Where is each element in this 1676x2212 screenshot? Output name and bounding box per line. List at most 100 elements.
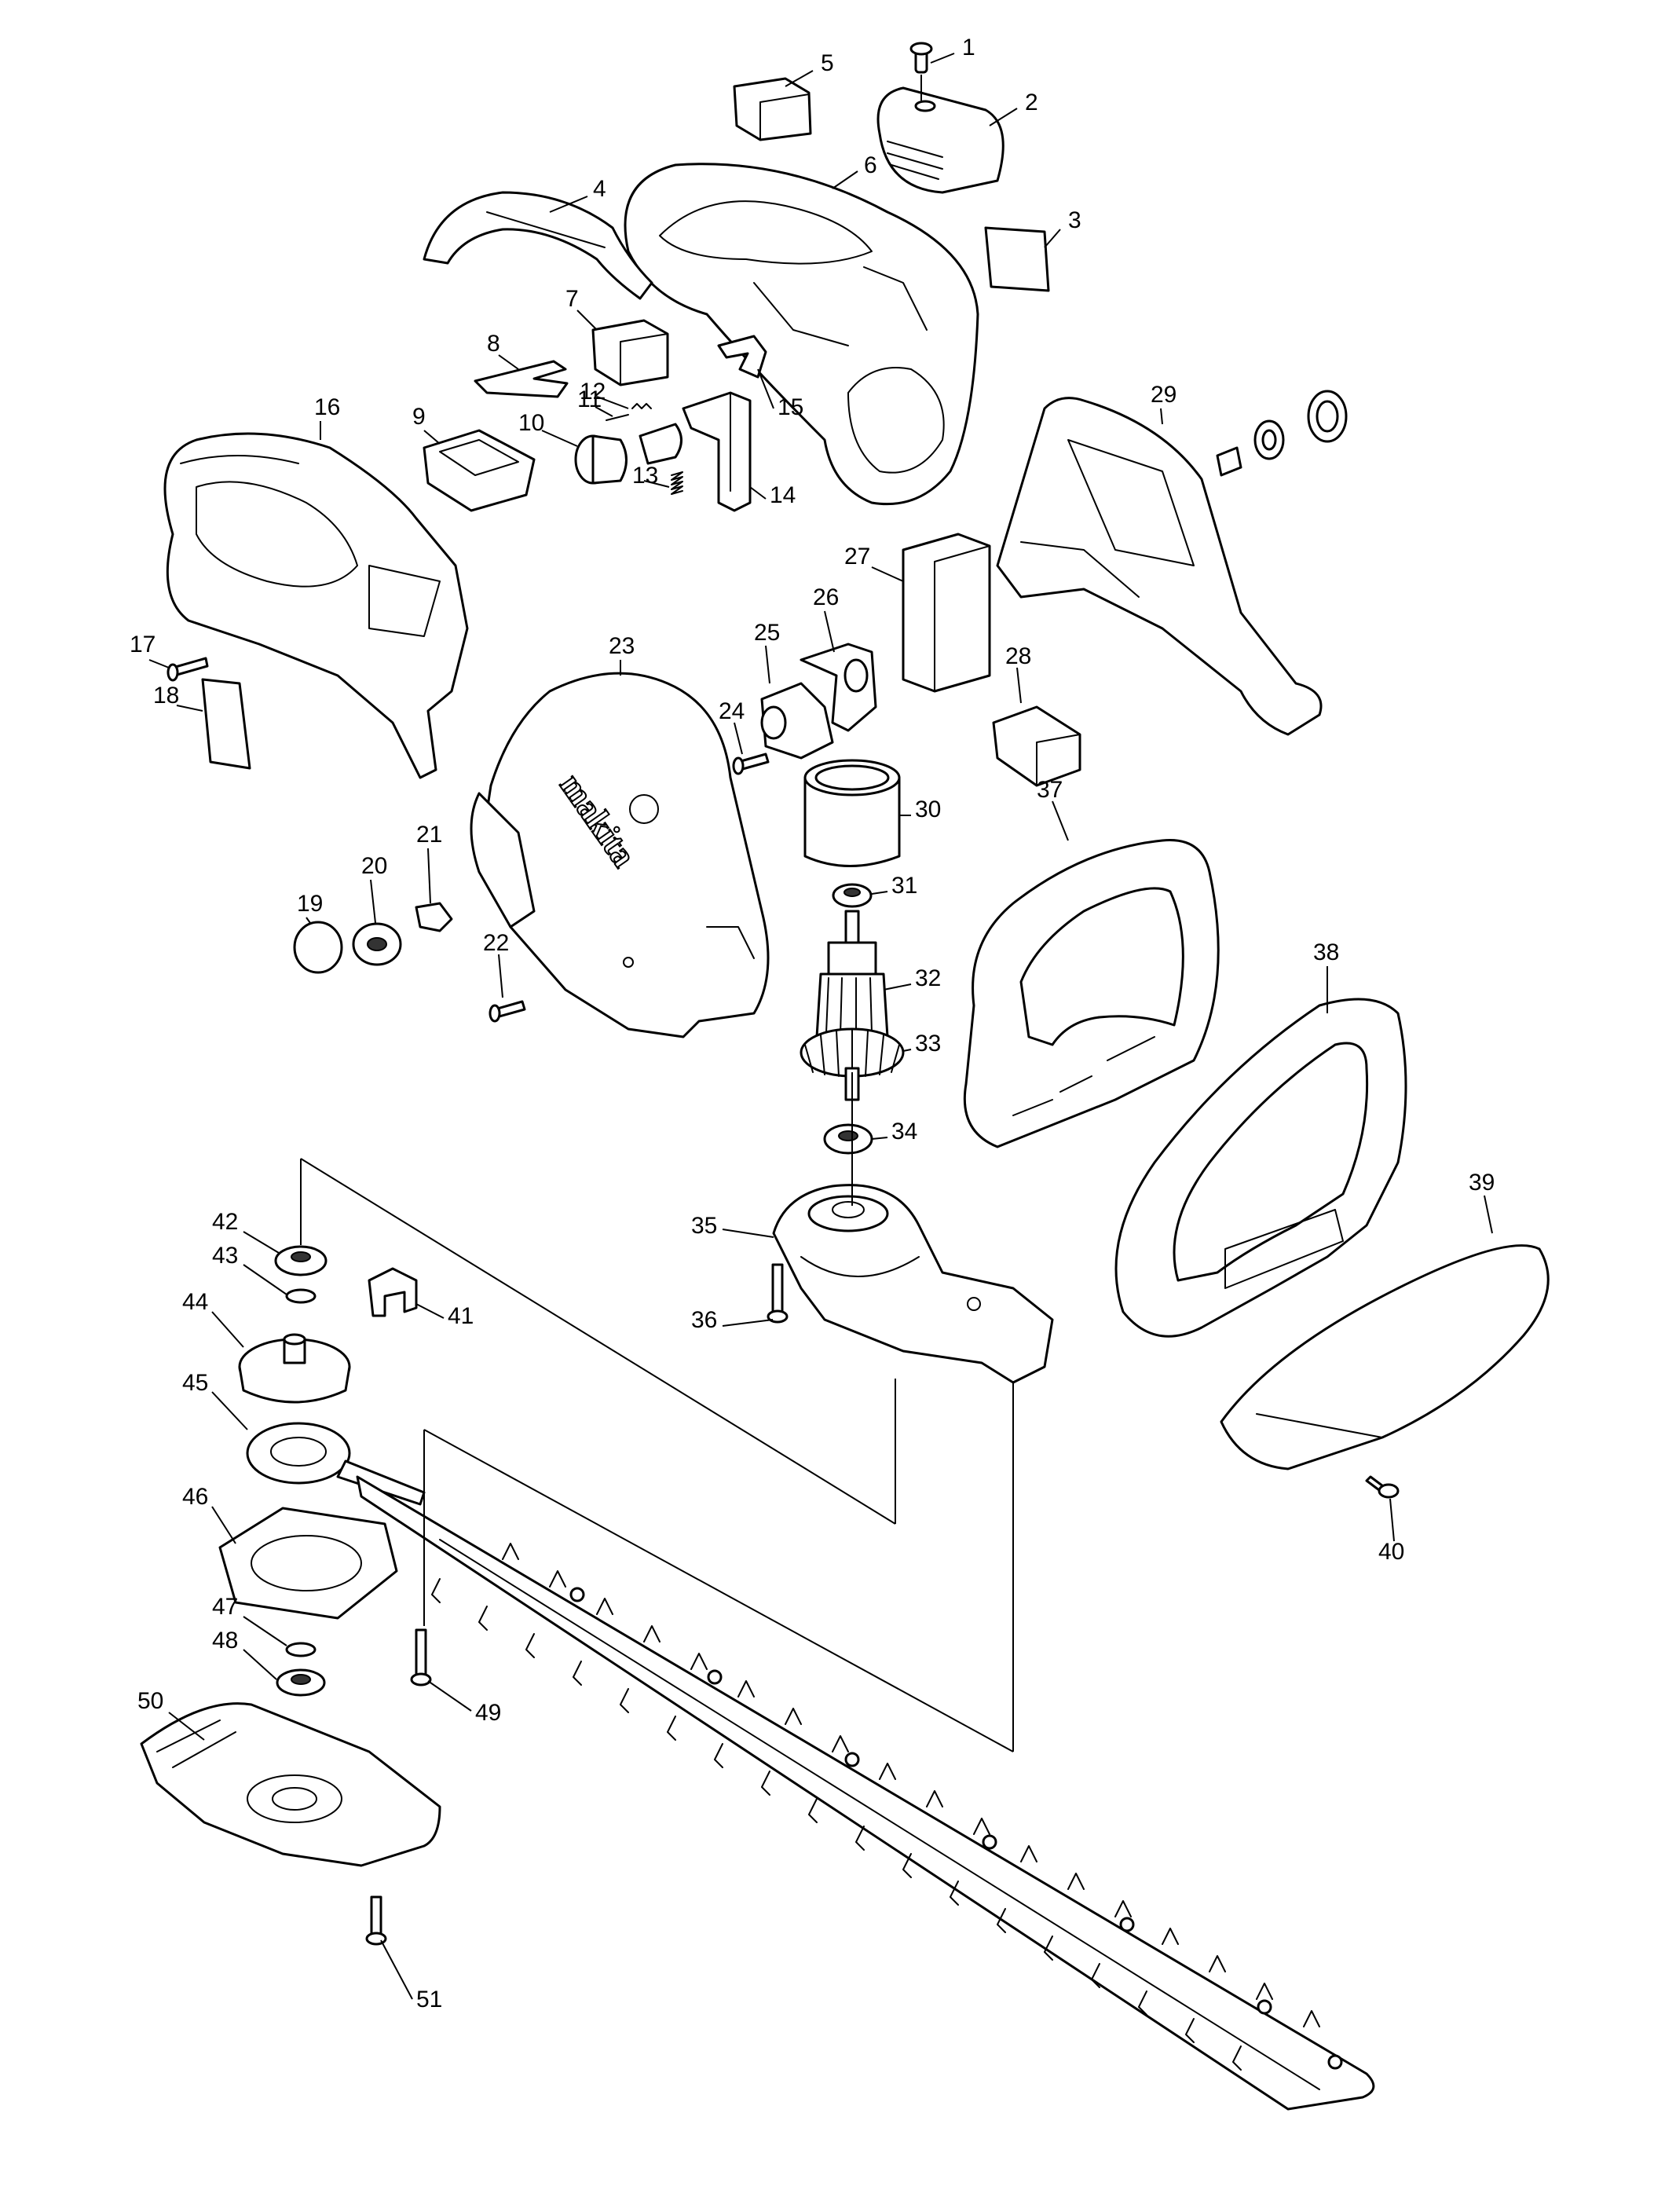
callout-number-17: 17 <box>130 632 156 657</box>
callout-number-43: 43 <box>212 1243 238 1269</box>
callout-line-47 <box>243 1616 287 1646</box>
part-connector-28 <box>992 705 1081 787</box>
callout-line-26 <box>824 610 835 653</box>
callout-number-9: 9 <box>412 404 426 430</box>
part-screw-22 <box>489 1000 526 1023</box>
part-armature-32 <box>815 910 889 1038</box>
part-screw-40 <box>1365 1475 1400 1499</box>
callout-line-22 <box>498 954 503 998</box>
part-label-18 <box>201 678 251 770</box>
part-trigger-12b <box>639 423 682 465</box>
callout-number-29: 29 <box>1151 382 1176 408</box>
part-washer-47 <box>285 1642 317 1657</box>
callout-number-7: 7 <box>565 286 579 312</box>
callout-line-50 <box>168 1712 205 1741</box>
part-spring-13 <box>671 471 683 495</box>
callout-number-26: 26 <box>813 584 839 610</box>
callout-number-39: 39 <box>1469 1170 1495 1196</box>
part-screw-1 <box>909 42 933 74</box>
callout-line-51 <box>380 1939 413 2000</box>
callout-number-28: 28 <box>1005 643 1031 669</box>
part-motor-housing-23: makita <box>470 672 770 1038</box>
callout-number-19: 19 <box>297 891 323 917</box>
callout-number-40: 40 <box>1378 1539 1404 1565</box>
part-bearing-34 <box>823 1123 873 1155</box>
callout-line-48 <box>243 1649 277 1680</box>
callout-line-12 <box>596 396 629 409</box>
callout-number-38: 38 <box>1313 939 1339 965</box>
callout-line-8 <box>498 354 519 370</box>
part-bearing-42 <box>274 1245 328 1276</box>
callout-number-42: 42 <box>212 1209 238 1235</box>
part-clip-15 <box>717 335 767 379</box>
part-grip-4 <box>423 191 653 300</box>
callout-line-46 <box>211 1506 236 1544</box>
part-screw-51 <box>365 1895 387 1946</box>
callout-number-47: 47 <box>212 1594 238 1620</box>
callout-number-2: 2 <box>1025 90 1038 115</box>
callout-number-31: 31 <box>891 873 917 899</box>
callout-number-6: 6 <box>864 152 877 178</box>
callout-number-41: 41 <box>448 1303 474 1329</box>
callout-line-36 <box>722 1319 774 1327</box>
part-blade <box>356 1475 1375 2111</box>
part-shield-39 <box>1220 1244 1550 1470</box>
callout-number-22: 22 <box>483 930 509 956</box>
callout-line-5 <box>785 70 814 87</box>
callout-number-4: 4 <box>593 176 606 202</box>
callout-line-28 <box>1016 667 1022 704</box>
callout-number-30: 30 <box>915 797 941 822</box>
callout-number-51: 51 <box>416 1987 442 2012</box>
part-cover-29 <box>996 397 1323 736</box>
callout-line-20 <box>370 879 376 924</box>
callout-number-44: 44 <box>182 1289 208 1315</box>
callout-number-46: 46 <box>182 1484 208 1510</box>
callout-line-10 <box>541 430 578 447</box>
callout-line-13 <box>643 480 670 488</box>
part-socket-9 <box>423 429 536 512</box>
callout-number-11: 11 <box>577 386 602 412</box>
part-block-7 <box>591 319 669 386</box>
callout-line-9 <box>423 430 441 445</box>
callout-number-12: 12 <box>580 379 606 405</box>
callout-line-7 <box>576 309 598 331</box>
callout-number-36: 36 <box>691 1307 717 1333</box>
callout-number-45: 45 <box>182 1370 208 1396</box>
callout-line-35 <box>722 1229 774 1238</box>
callout-number-37: 37 <box>1037 777 1063 803</box>
callout-line-49 <box>427 1680 472 1712</box>
callout-number-15: 15 <box>778 394 803 420</box>
callout-line-27 <box>871 566 904 582</box>
callout-line-37 <box>1052 800 1069 841</box>
callout-number-33: 33 <box>915 1031 941 1057</box>
part-crank-plate-45 <box>246 1422 426 1506</box>
part-guard-38 <box>1114 998 1407 1338</box>
callout-line-21 <box>427 848 431 904</box>
callout-number-35: 35 <box>691 1213 717 1239</box>
part-sleeve-30 <box>803 759 901 867</box>
callout-line-19 <box>306 917 311 924</box>
callout-number-3: 3 <box>1068 207 1081 233</box>
part-foam-27 <box>902 533 991 693</box>
callout-number-25: 25 <box>754 620 780 646</box>
part-screw-49 <box>410 1628 432 1686</box>
part-bearing-48 <box>276 1668 326 1697</box>
callout-line-43 <box>243 1264 287 1295</box>
part-side-housing-16 <box>163 432 469 779</box>
callout-number-16: 16 <box>314 394 340 420</box>
part-gear-housing-35 <box>772 1184 1054 1384</box>
callout-number-1: 1 <box>962 35 975 60</box>
part-gear-cover-50 <box>140 1702 441 1867</box>
part-bushing-20 <box>352 922 402 966</box>
callout-number-8: 8 <box>487 331 500 357</box>
callout-number-5: 5 <box>821 50 834 76</box>
callout-number-14: 14 <box>770 482 796 508</box>
part-screw-24 <box>732 753 770 775</box>
callout-number-10: 10 <box>518 410 544 436</box>
part-brush-holder-25 <box>760 682 834 760</box>
callout-line-32 <box>883 983 912 991</box>
part-washer-43 <box>285 1288 317 1304</box>
callout-number-48: 48 <box>212 1628 238 1654</box>
